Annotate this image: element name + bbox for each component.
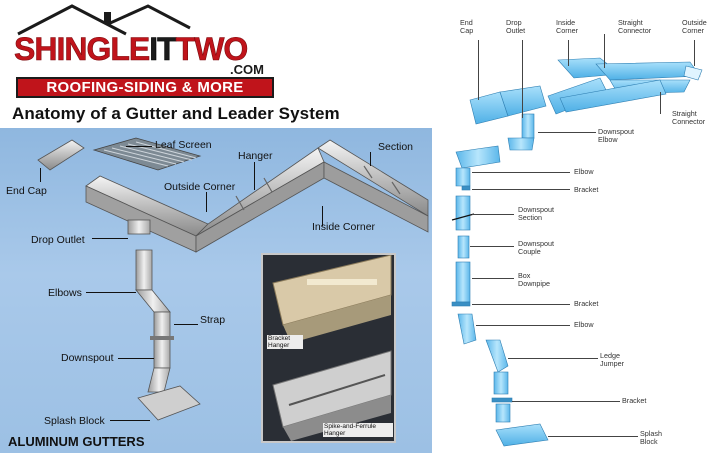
label-splash-block: Splash Block [44,415,105,427]
leader-r-outside-corner [694,40,695,66]
leader-r-drop-outlet [522,40,523,118]
hanger-inset-photo: Bracket Hanger Spike-and-Ferrule Hanger [261,253,396,443]
label-r-outside-corner: Outside Corner [682,18,707,35]
label-section: Section [378,141,414,153]
gutter-section-right [317,139,429,217]
label-r-straight-connector: Straight Connector [618,18,652,35]
label-r-elbow-1: Elbow [574,167,594,176]
leader-inside-corner [322,206,323,226]
downspout-part [127,219,201,421]
label-r-drop-outlet: Drop Outlet [506,18,526,35]
label-r-straight-connector-2: Straight Connector [672,109,706,126]
aluminum-gutters-caption: ALUMINUM GUTTERS [8,434,145,449]
label-hanger: Hanger [238,150,273,162]
leader-r-end-cap [478,40,479,100]
logo-domain: .COM [230,62,264,77]
leader-hanger [254,162,255,190]
label-spike-ferrule-hanger: Spike-and-Ferrule Hanger [323,423,393,437]
label-r-downspout-couple: Downspout Couple [518,239,554,256]
label-r-ledge-jumper: Ledge Jumper [600,351,624,368]
page-title: Anatomy of a Gutter and Leader System [12,104,340,123]
leader-r-straight-connector [604,34,605,68]
label-r-bracket-2: Bracket [574,299,599,308]
leader-section [370,152,371,166]
leader-elbows [86,292,136,293]
leader-r-downspout-section [472,214,514,215]
logo-roof-icon [17,4,191,36]
label-r-box-downpipe: Box Downpipe [518,271,550,288]
leader-r-straight-connector-2 [660,92,661,114]
label-outside-corner: Outside Corner [164,181,236,193]
label-end-cap: End Cap [6,185,47,197]
leader-r-bracket-2 [472,304,570,305]
leader-r-bracket-3 [512,401,620,402]
logo-tagline-bar [16,77,274,98]
label-bracket-hanger: Bracket Hanger [267,335,303,349]
leader-r-ledge-jumper [508,358,598,359]
label-r-inside-corner: Inside Corner [556,18,578,35]
label-r-bracket-1: Bracket [574,185,599,194]
label-r-splash-block: Splash Block [640,429,662,446]
leader-r-downspout-elbow [538,132,596,133]
leader-r-downspout-couple [470,246,514,247]
logo-tagline: ROOFING-SIDING & MORE [46,79,244,96]
leader-end-cap [40,168,41,182]
leader-drop-outlet [92,238,128,239]
leader-strap [174,324,198,325]
label-downspout: Downspout [61,352,114,364]
label-leaf-screen: Leaf Screen [155,139,212,151]
label-r-end-cap: End Cap [460,18,474,35]
leader-r-box-downpipe [472,278,514,279]
label-strap: Strap [200,314,226,326]
label-r-elbow-2: Elbow [574,320,594,329]
label-inside-corner: Inside Corner [312,221,376,233]
leader-r-inside-corner [568,40,569,66]
leader-r-elbow-1 [472,172,570,173]
splash-block-part [137,385,201,421]
label-drop-outlet: Drop Outlet [31,234,85,246]
label-r-bracket-3: Bracket [622,396,647,405]
leader-leaf-screen [126,146,152,147]
leader-outside-corner [206,192,207,212]
leaf-screen-part [92,137,202,171]
label-r-downspout-section: Downspout Section [518,205,554,222]
leader-r-splash-block [548,436,638,437]
aluminum-gutter-illustration [37,137,429,421]
leader-r-bracket-1 [472,189,570,190]
end-cap-part [37,139,85,171]
leader-downspout [118,358,154,359]
label-elbows: Elbows [48,287,82,299]
leader-r-elbow-2 [476,325,570,326]
logo-wordmark: SHINGLEITTWO [14,31,249,67]
leader-splash-block [110,420,150,421]
label-r-downspout-elbow: Downspout Elbow [598,127,634,144]
